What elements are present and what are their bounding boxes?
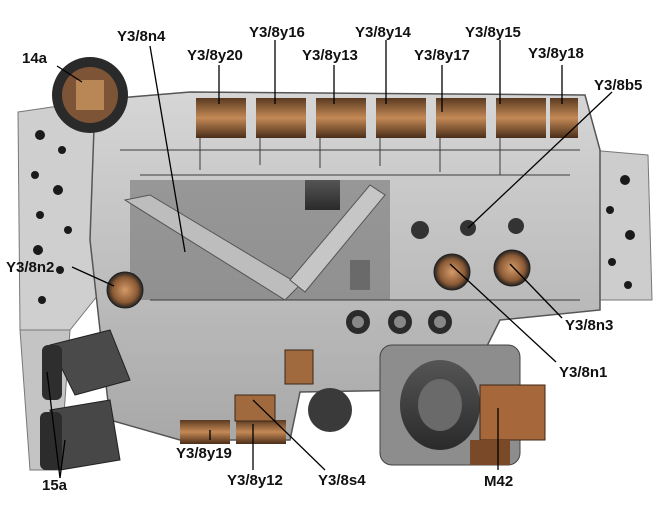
- label-y3-8n4: Y3/8n4: [117, 28, 166, 45]
- label-y3-8y18: Y3/8y18: [528, 45, 584, 62]
- speed-sensors: [106, 249, 531, 309]
- lower-solenoids: [180, 349, 314, 444]
- accumulator-cover: [308, 388, 352, 432]
- label-y3-8n3: Y3/8n3: [565, 317, 614, 334]
- label-y3-8y20: Y3/8y20: [187, 47, 243, 64]
- label-y3-8y12: Y3/8y12: [227, 472, 283, 489]
- label-y3-8n2: Y3/8n2: [6, 259, 55, 276]
- label-y3-8b5: Y3/8b5: [594, 77, 643, 94]
- pipe-15a: [40, 329, 131, 471]
- electric-pump-motor: [379, 344, 546, 466]
- label-15a: 15a: [42, 477, 68, 494]
- label-y3-8n1: Y3/8n1: [559, 364, 608, 381]
- label-y3-8y15: Y3/8y15: [465, 24, 521, 41]
- label-y3-8y14: Y3/8y14: [355, 24, 411, 41]
- leader-lines: [46, 40, 613, 479]
- top-solenoid-row: [196, 98, 578, 138]
- label-y3-8y17: Y3/8y17: [414, 47, 470, 64]
- label-y3-8s4: Y3/8s4: [318, 472, 366, 489]
- label-y3-8y16: Y3/8y16: [249, 24, 305, 41]
- connector-14a: [52, 57, 128, 133]
- label-y3-8y13: Y3/8y13: [302, 47, 358, 64]
- label-14a: 14a: [22, 50, 48, 67]
- label-m42: M42: [484, 473, 514, 490]
- linkage-bracket: [123, 180, 386, 301]
- label-y3-8y19: Y3/8y19: [176, 445, 232, 462]
- valve-bores: [346, 218, 524, 334]
